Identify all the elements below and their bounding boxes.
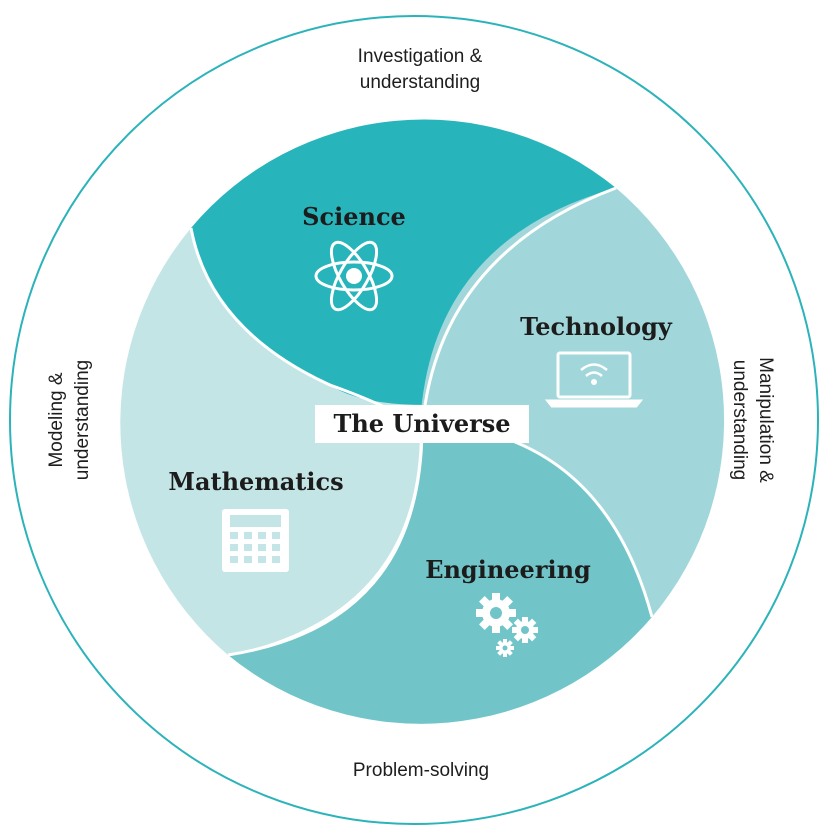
engineering-region (228, 428, 652, 724)
gears-icon (476, 593, 538, 657)
science-region (191, 119, 616, 406)
outer-label-bottom: Problem-solving (353, 760, 489, 781)
outer-label-right-2: understanding (729, 360, 750, 480)
outer-label-top-1: Investigation & (358, 46, 483, 67)
divider-mathematics-engineering (227, 429, 424, 657)
laptop-wifi-icon (544, 351, 644, 408)
outer-label-right-1: Manipulation & (755, 357, 776, 483)
technology-title: Technology (520, 312, 673, 341)
mathematics-title: Mathematics (168, 467, 343, 496)
atom-icon (314, 240, 394, 312)
outer-label-left-1: Modeling & (46, 372, 67, 467)
outer-ring (9, 15, 819, 825)
outer-label-left-2: understanding (72, 360, 93, 480)
center-label-box (315, 405, 529, 443)
divider-science-technology (423, 186, 617, 406)
engineering-title: Engineering (425, 555, 591, 584)
center-label: The Universe (333, 409, 510, 438)
outer-label-top-2: understanding (360, 72, 480, 93)
calculator-icon (222, 509, 289, 572)
science-title: Science (302, 202, 406, 231)
